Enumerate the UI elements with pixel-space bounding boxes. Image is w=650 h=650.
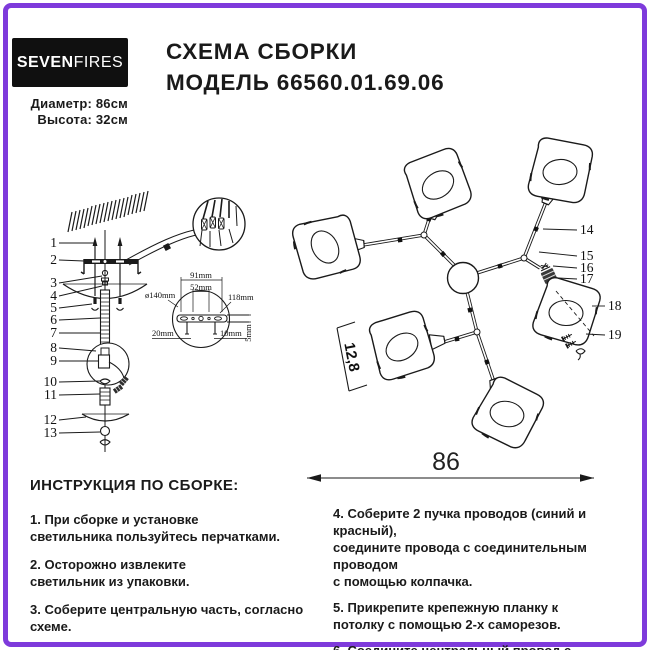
shade-screws xyxy=(560,331,586,361)
callout-label-9: 9 xyxy=(50,353,57,368)
wire-detail-circle xyxy=(192,197,246,251)
shade-bottom xyxy=(467,371,550,456)
stem-lower-parts xyxy=(81,378,130,446)
height-label: Высота: 32см xyxy=(37,112,128,127)
dim-10mm: 10mm xyxy=(220,328,242,338)
callout-label-10: 10 xyxy=(44,374,58,389)
instruction-step-5: 5. Прикрепите крепежную планку к потолку… xyxy=(333,600,561,632)
callout-label-3: 3 xyxy=(50,275,57,290)
wire-caps xyxy=(201,216,225,231)
callout-label-11: 11 xyxy=(44,387,57,402)
dimensions-specs: Диаметр: 86см Высота: 32см xyxy=(6,96,128,128)
instruction-step-2: 2. Осторожно извлеките светильник из упа… xyxy=(30,557,190,589)
dim-52mm: 52mm xyxy=(190,282,212,292)
dim-shade-width: 12,8 xyxy=(340,341,362,373)
diameter-label: Диаметр: 86см xyxy=(30,96,128,111)
instruction-step-6: 6. Соедините центральный провод с провод… xyxy=(333,642,638,650)
dim-118mm: 118mm xyxy=(228,292,254,302)
instruction-step-3: 3. Соберите центральную часть, согласно … xyxy=(30,602,304,634)
shade-width-dimension: 12,8 xyxy=(336,321,368,392)
instructions-heading: ИНСТРУКЦИЯ ПО СБОРКЕ: xyxy=(30,477,239,494)
callout-label-2: 2 xyxy=(50,252,57,267)
dim-5mm: 5mm xyxy=(243,324,253,342)
callout-label-6: 6 xyxy=(50,312,57,327)
shade-left xyxy=(289,212,364,283)
callout-label-5: 5 xyxy=(50,300,57,315)
instruction-step-4: 4. Соберите 2 пучка проводов (синий и кр… xyxy=(333,506,587,589)
chandelier-diagram: 14 15 16 17 18 19 12,8 86 xyxy=(289,133,622,482)
chandelier-callouts: 14 15 16 17 18 19 xyxy=(538,222,622,342)
callout-label-12: 12 xyxy=(44,412,58,427)
dim-20mm: 20mm xyxy=(152,328,174,338)
callout-label-4: 4 xyxy=(50,288,57,303)
instructions-right-column: 4. Соберите 2 пучка проводов (синий и кр… xyxy=(333,505,638,650)
mount-diagram: 1 2 3 4 5 6 7 8 9 10 11 12 13 xyxy=(44,190,254,452)
mount-callouts: 1 2 3 4 5 6 7 8 9 10 11 12 13 xyxy=(44,235,103,440)
callout-label-18: 18 xyxy=(608,298,622,313)
center-ball xyxy=(446,261,480,295)
brand-logo-fires: FIRES xyxy=(73,53,124,71)
mounting-bar xyxy=(80,259,142,275)
cable-connector xyxy=(162,242,172,252)
bracket-detail-circle: 91mm 52mm ø140mm 118mm 20mm 10mm 5mm xyxy=(145,270,254,349)
callout-label-8: 8 xyxy=(50,340,57,355)
page-title: СХЕМА СБОРКИ МОДЕЛЬ 66560.01.69.06 xyxy=(166,39,445,95)
shade-top-right xyxy=(525,133,597,209)
dim-140mm: ø140mm xyxy=(145,290,176,300)
callout-label-15: 15 xyxy=(580,248,594,263)
brand-logo-seven: SEVEN xyxy=(16,53,74,71)
callout-label-16: 16 xyxy=(580,260,594,275)
callout-label-14: 14 xyxy=(580,222,594,237)
callout-label-1: 1 xyxy=(50,235,57,250)
shade-bottom-left xyxy=(366,307,439,384)
callout-label-17: 17 xyxy=(580,271,594,286)
dim-overall-width: 86 xyxy=(432,448,460,476)
assembly-axis-dashed xyxy=(555,290,595,337)
ceiling-hatch xyxy=(67,190,149,233)
callout-label-19: 19 xyxy=(608,327,622,342)
callout-label-7: 7 xyxy=(50,325,57,340)
instruction-step-1: 1. При сборке и установке светильника по… xyxy=(30,512,281,544)
callout-label-13: 13 xyxy=(44,425,58,440)
overall-width-dimension: 86 xyxy=(307,448,594,482)
dim-91mm: 91mm xyxy=(190,270,212,280)
assembly-diagrams: 1 2 3 4 5 6 7 8 9 10 11 12 13 xyxy=(44,133,622,482)
wire-box-detail-circle xyxy=(86,342,130,394)
shade-top-left xyxy=(400,144,476,223)
instructions-left-column: 1. При сборке и установке светильника по… xyxy=(30,511,330,646)
